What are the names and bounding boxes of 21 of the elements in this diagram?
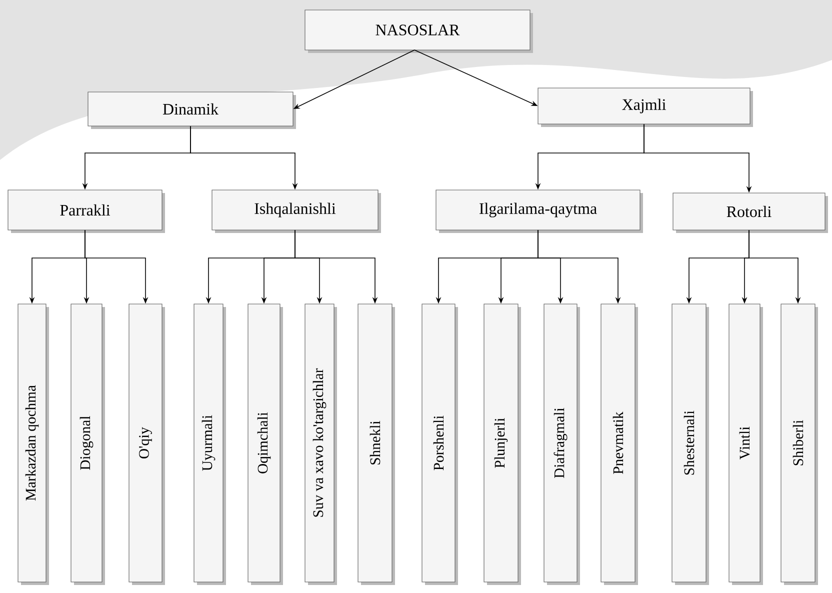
category-box: Pnevmatik bbox=[600, 304, 638, 585]
class-box: Ishqalanishli bbox=[212, 190, 381, 233]
class-box: Dinamik bbox=[88, 92, 296, 129]
category-box: Vintli bbox=[728, 304, 763, 585]
category-box: Diafragmali bbox=[544, 304, 580, 585]
category-box: Shiberli bbox=[780, 304, 818, 585]
class-box: Parrakli bbox=[8, 190, 165, 233]
category-box: Uyurmali bbox=[194, 304, 226, 585]
category-box: Plunjerli bbox=[484, 304, 521, 585]
category-box: Shnekli bbox=[358, 304, 395, 585]
category-box: Diogonal bbox=[70, 304, 105, 585]
category-box: Oqimchali bbox=[248, 304, 283, 585]
class-box: Xajmli bbox=[538, 88, 753, 127]
category-box: O'qiy bbox=[128, 304, 165, 585]
class-box: Ilgarilama-qaytma bbox=[436, 190, 643, 233]
class-box: NASOSLAR bbox=[304, 10, 533, 53]
category-box: Markazdan qochma bbox=[18, 304, 49, 585]
category-box: Suv va xavo ko'targichlar bbox=[304, 304, 337, 585]
category-box: Porshenli bbox=[422, 304, 458, 585]
category-box: Shesternali bbox=[672, 304, 709, 585]
class-box: Rotorli bbox=[672, 192, 828, 233]
